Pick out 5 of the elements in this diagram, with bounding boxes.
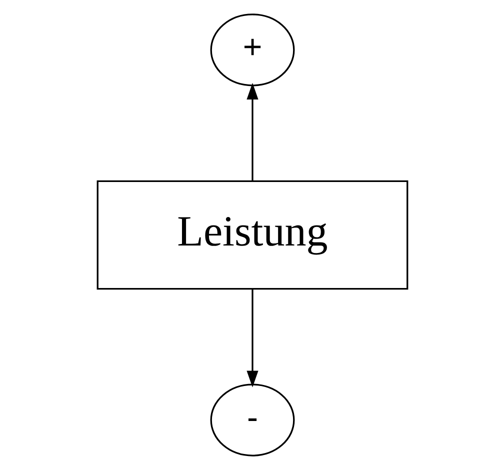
node-box: Leistung — [96, 180, 408, 290]
arrow — [246, 82, 258, 180]
arrow — [246, 289, 258, 388]
node-ellipse: - — [210, 384, 294, 456]
node-ellipse: + — [210, 14, 294, 86]
